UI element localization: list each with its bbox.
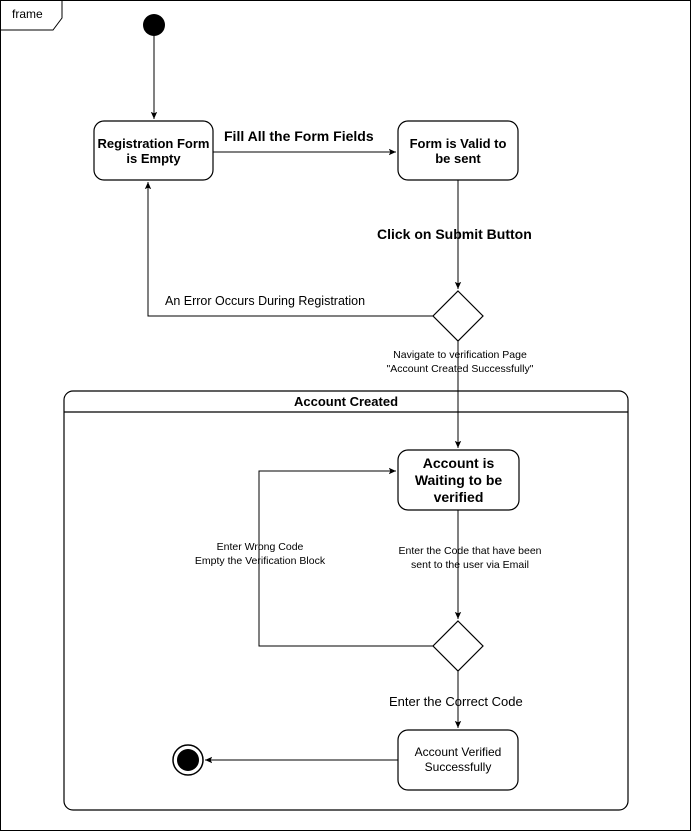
composite-title: Account Created [293, 394, 399, 409]
label-navigate-line2: "Account Created Successfully" [386, 363, 534, 375]
composite-account-created [63, 390, 629, 811]
state-account-waiting-label: Account is Waiting to be verified [414, 454, 503, 505]
state-form-valid-label: Form is Valid to be sent [409, 135, 507, 166]
label-enter-code-line2: sent to the user via Email [411, 559, 529, 571]
edge-error [144, 182, 433, 317]
decision-registration [432, 290, 484, 342]
label-fill-fields: Fill All the Form Fields [224, 128, 374, 144]
label-navigate: Navigate to verification Page "Account C… [360, 348, 560, 376]
frame-label: frame [12, 7, 43, 21]
label-wrong-code-line2: Empty the Verification Block [194, 555, 326, 567]
final-node-core [177, 749, 199, 771]
label-error: An Error Occurs During Registration [165, 294, 366, 308]
state-registration-empty [93, 120, 214, 181]
state-registration-empty-label: Registration Form is Empty [97, 135, 210, 166]
label-enter-code-line1: Enter the Code that have been [398, 545, 542, 557]
label-enter-code: Enter the Code that have been sent to th… [370, 544, 570, 572]
label-wrong-code: Enter Wrong Code Empty the Verification … [160, 540, 360, 568]
label-click-submit: Click on Submit Button [377, 226, 532, 242]
label-navigate-line1: Navigate to verification Page [393, 349, 527, 361]
edge-wrong-code [258, 467, 433, 647]
label-correct-code: Enter the Correct Code [389, 694, 523, 709]
state-account-verified-label: Account Verified Successfully [414, 745, 502, 774]
label-wrong-code-line1: Enter Wrong Code [216, 541, 304, 553]
frame-label-tab [0, 0, 63, 31]
initial-node [143, 14, 165, 36]
